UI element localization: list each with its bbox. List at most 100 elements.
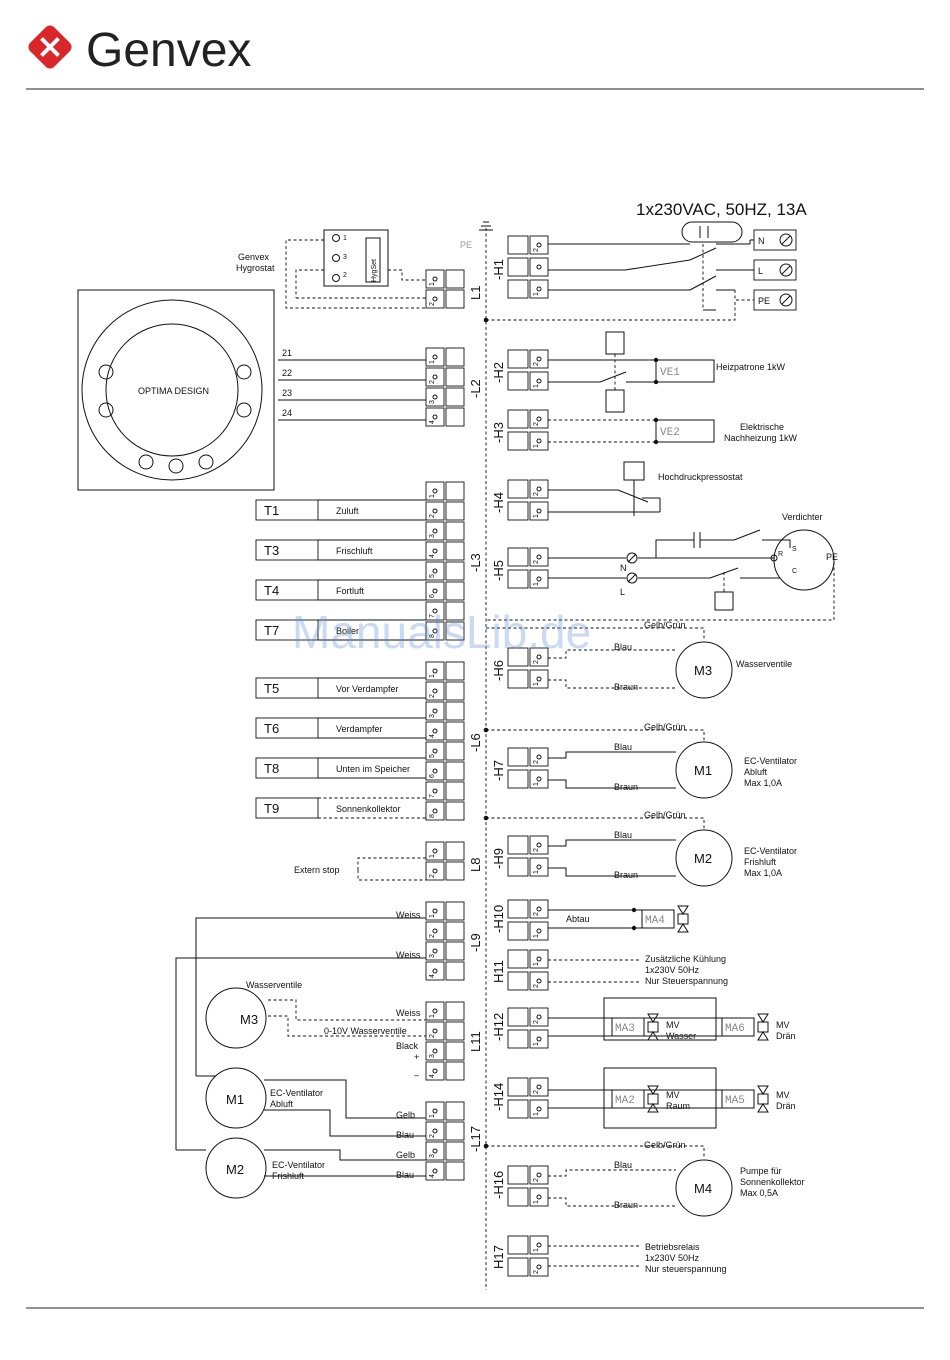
pin-label: 1 [533,384,540,388]
svg-text:EC-Ventilator: EC-Ventilator [272,1160,325,1170]
motor-m2-right: Gelb/Grün Blau Braun M2 EC-Ventilator Fr… [486,810,797,887]
block-tag: L11 [468,1031,483,1052]
motor-m3-right: Gelb/Grün Blau Braun M3 Wasserventile [486,620,792,699]
svg-text:Verdichter: Verdichter [782,512,823,522]
block-tag: -L9 [468,933,483,952]
pin-label: 6 [429,774,436,778]
pin-label: 2 [533,248,540,252]
left-motors: M3 Wasserventile M1 EC-Ventilator Abluft… [205,980,325,1199]
pin-label: 7 [429,614,436,618]
pin-label: 2 [533,848,540,852]
svg-text:M3: M3 [694,663,712,678]
optima-design-controller: OPTIMA DESIGN [77,289,275,491]
pin-label: 2 [533,362,540,366]
pin-label: 1 [533,1042,540,1046]
svg-text:Zusätzliche Kühlung: Zusätzliche Kühlung [645,954,726,964]
pin-label: 3 [429,1054,436,1058]
ma4-valve: Abtau MA4 [548,905,689,933]
block-tag: -H9 [491,848,506,869]
pin-label: 6 [429,594,436,598]
compressor: N L Verdichter R S C PE [486,512,838,621]
pin-label: 4 [429,420,436,424]
pin-label: 2 [533,1178,540,1182]
terminal-block-h7: 21-H7 [491,747,549,789]
pin-label: 1 [429,674,436,678]
terminal-n: N [758,236,765,246]
block-tag: L8 [468,858,483,872]
svg-text:0-10V Wasserventile: 0-10V Wasserventile [324,1026,407,1036]
left-terminal-blocks: 12L11234-L212345678-L312345678-L612L8123… [425,269,483,1181]
ma2-ma5-valves: MA2 MA5 MV Raum MV Drän [548,1067,796,1129]
motor-m4-right: Gelb/Grün Blau Braun M4 Pumpe für Sonnen… [486,1140,805,1217]
svg-text:Abluft: Abluft [744,767,768,777]
svg-text:Drän: Drän [776,1101,796,1111]
svg-text:Max 0,5A: Max 0,5A [740,1188,778,1198]
pin-label: 1 [533,514,540,518]
ve2-heater: VE2 Elektrische Nachheizung 1kW [548,417,798,445]
pin-label: 1 [533,582,540,586]
svg-text:Pumpe für: Pumpe für [740,1166,782,1176]
block-tag: -H14 [491,1083,506,1111]
svg-text:M4: M4 [694,1181,712,1196]
pin-label: 1 [533,292,540,296]
sensor-id: T7 [264,623,279,638]
svg-text:PE: PE [826,552,838,562]
pin-label: 1 [533,782,540,786]
svg-text:Black: Black [396,1041,419,1051]
controller-label: OPTIMA DESIGN [138,386,209,396]
block-tag: -H12 [491,1013,506,1041]
terminal-block-h3: 21-H3 [491,409,549,451]
pin-label: 2 [533,492,540,496]
svg-text:MV: MV [666,1020,680,1030]
svg-text:EC-Ventilator: EC-Ventilator [744,756,797,766]
svg-text:Weiss: Weiss [396,910,421,920]
svg-text:N: N [620,563,627,573]
sensor-desc: Fortluft [336,586,365,596]
svg-text:Abtau: Abtau [566,914,590,924]
sensor-desc: Frischluft [336,546,373,556]
sensor-id: T6 [264,721,279,736]
terminal-block-h5: 21-H5 [491,547,549,589]
svg-text:EC-Ventilator: EC-Ventilator [744,846,797,856]
pin-label: 1 [429,1014,436,1018]
motor-m1-left: M1 [226,1092,244,1107]
genvex-logo: Genvex [28,24,251,77]
pin-label: 1 [429,1114,436,1118]
pin-label: 4 [429,1074,436,1078]
block-tag: -L17 [468,1126,483,1152]
pin-label: 1 [533,1248,540,1252]
svg-text:Blau: Blau [614,742,632,752]
terminal-pe: PE [758,296,770,306]
pin-label: 2 [429,380,436,384]
sensor-desc: Boiler [336,626,359,636]
block-tag: -L2 [468,379,483,398]
sensor-id: T1 [264,503,279,518]
svg-text:24: 24 [282,408,292,418]
sensor-desc: Sonnenkollektor [336,804,401,814]
pin-label: 1 [533,870,540,874]
block-tag: -H10 [491,905,506,933]
sensor-id: T9 [264,801,279,816]
block-tag: -H7 [491,760,506,781]
pin-label: 1 [429,494,436,498]
svg-text:Braun: Braun [614,782,638,792]
watermark: ManualsLib.de [292,606,591,658]
svg-text:EC-Ventilator: EC-Ventilator [270,1088,323,1098]
svg-text:R: R [778,551,783,558]
h17-relay: Betriebsrelais 1x230V 50Hz Nur steuerspa… [548,1242,727,1274]
svg-text:Wasser: Wasser [666,1031,696,1041]
svg-text:MA3: MA3 [615,1023,635,1035]
svg-text:Gelb/Grün: Gelb/Grün [644,810,686,820]
svg-text:Gelb: Gelb [396,1110,415,1120]
sensor-id: T4 [264,583,279,598]
block-tag: -H4 [491,492,506,513]
svg-text:Hochdruckpressostat: Hochdruckpressostat [658,472,743,482]
sensor-t9: T9 Sonnenkollektor [255,797,426,819]
supply-title: 1x230VAC, 50HZ, 13A [636,200,807,219]
svg-text:Wasserventile: Wasserventile [246,980,302,990]
